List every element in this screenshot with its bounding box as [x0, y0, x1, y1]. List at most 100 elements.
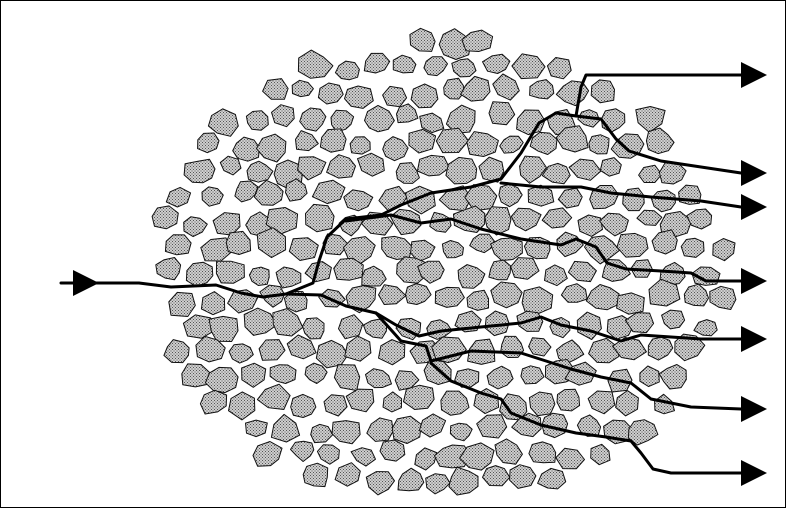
grain — [256, 134, 286, 162]
grain — [244, 308, 276, 335]
grain — [499, 184, 522, 207]
grain — [446, 157, 477, 184]
outlet-arrow-head — [741, 326, 767, 352]
grain — [393, 55, 416, 73]
grain — [253, 442, 282, 467]
grain — [367, 418, 393, 442]
grain — [169, 292, 196, 316]
grain — [542, 163, 570, 183]
grain — [229, 392, 255, 420]
grain — [529, 442, 556, 463]
grain — [449, 467, 478, 495]
grain — [327, 155, 356, 178]
grain — [166, 187, 190, 207]
grain — [415, 448, 437, 470]
grain — [591, 80, 614, 103]
grain — [365, 105, 395, 131]
grain — [426, 474, 450, 494]
grain — [303, 318, 324, 339]
grain — [578, 215, 603, 236]
grain — [209, 316, 238, 341]
grain — [623, 188, 645, 211]
grain — [164, 340, 189, 363]
grain — [616, 391, 639, 416]
grain — [334, 365, 359, 391]
grain — [458, 265, 485, 289]
grain — [324, 395, 347, 416]
grain — [419, 414, 445, 437]
grain — [493, 74, 520, 100]
grain — [487, 366, 513, 389]
grain — [291, 441, 314, 461]
grain — [311, 424, 333, 442]
grain — [694, 320, 717, 336]
grain — [184, 159, 215, 182]
grain — [530, 132, 557, 154]
grain — [383, 392, 402, 412]
grain — [184, 217, 208, 237]
grain — [441, 391, 469, 415]
grain — [557, 389, 580, 411]
grain — [383, 86, 407, 106]
grain — [511, 208, 541, 231]
grain — [652, 230, 677, 254]
grain — [345, 86, 374, 108]
grain — [379, 285, 406, 305]
grain — [364, 53, 389, 73]
grain — [640, 366, 659, 387]
grain — [249, 267, 269, 285]
grain — [522, 287, 553, 314]
grain — [662, 310, 685, 329]
grain — [444, 78, 464, 99]
grain — [312, 180, 345, 203]
grain — [200, 390, 226, 414]
grain — [335, 61, 359, 80]
grain — [276, 267, 301, 288]
grain — [617, 233, 648, 257]
grain — [589, 135, 609, 154]
grain — [271, 414, 299, 442]
grain — [235, 181, 258, 202]
grain — [298, 50, 333, 78]
grain — [542, 208, 572, 228]
grain — [500, 394, 527, 420]
grain — [316, 340, 348, 368]
grain — [346, 389, 374, 412]
grain — [538, 468, 566, 489]
outlet-arrow-head — [741, 194, 767, 220]
grain — [300, 108, 326, 131]
grain — [462, 30, 493, 51]
grain — [259, 340, 285, 361]
grain — [398, 468, 424, 491]
grain — [450, 423, 472, 441]
grain — [183, 315, 213, 338]
grain — [247, 161, 273, 182]
grain — [404, 385, 435, 409]
outlet-arrow-head — [741, 396, 767, 422]
grain — [651, 190, 675, 212]
grain — [205, 367, 238, 392]
grain — [229, 344, 253, 363]
grain — [380, 440, 405, 461]
grain — [350, 137, 370, 154]
grain — [684, 284, 708, 306]
grain — [296, 131, 319, 151]
grain — [216, 261, 244, 283]
grain — [659, 365, 686, 390]
grain — [156, 258, 181, 280]
outlet-arrow-head — [741, 268, 767, 294]
grain — [303, 463, 328, 486]
grain — [335, 463, 360, 487]
grain — [529, 392, 555, 416]
grain — [344, 190, 373, 211]
grain — [198, 133, 219, 153]
grain — [568, 261, 596, 281]
grain — [424, 57, 448, 76]
grain — [491, 238, 523, 261]
grain — [586, 285, 619, 310]
grain — [600, 213, 629, 236]
grain — [489, 102, 515, 125]
grain — [646, 128, 674, 154]
